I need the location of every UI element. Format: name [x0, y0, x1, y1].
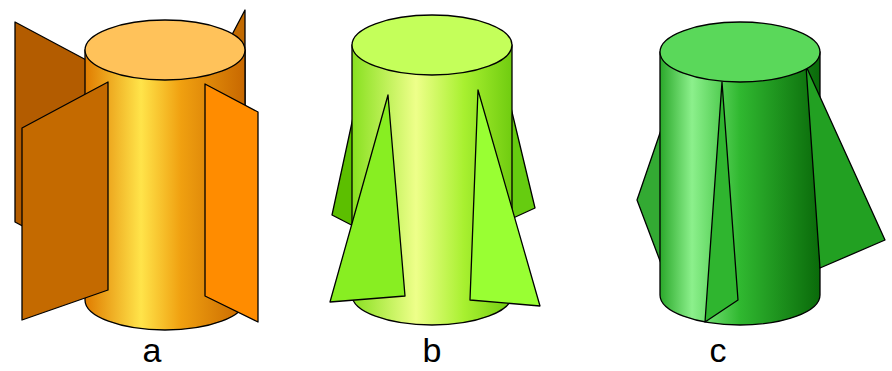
- figure-label: b: [423, 333, 442, 367]
- finned-cylinder-a: [15, 10, 258, 330]
- figure-label: a: [143, 333, 162, 367]
- figure-label: c: [710, 333, 727, 367]
- finned-cylinder-b: [330, 15, 540, 325]
- finned-cylinder-c: [637, 22, 885, 325]
